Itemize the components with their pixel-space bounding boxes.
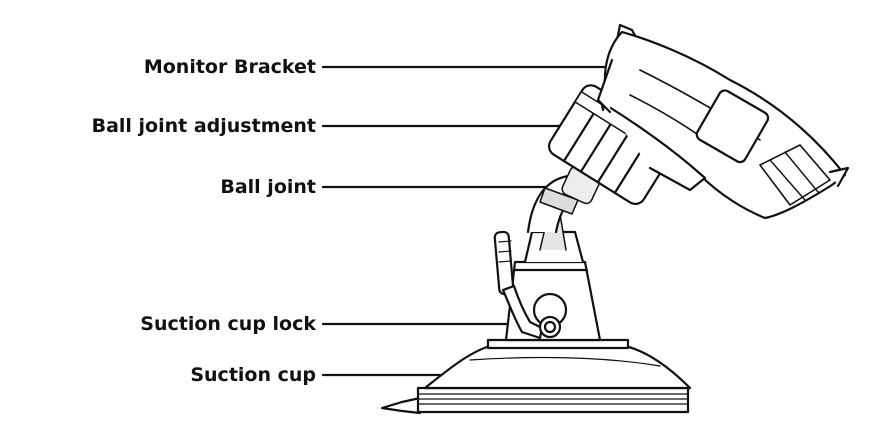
- suction-cup-shape: [380, 338, 692, 415]
- suction-cup-lock-shape: [493, 230, 568, 340]
- ball-joint-shape: [561, 165, 601, 205]
- label-suction-cup: Suction cup: [190, 364, 316, 386]
- label-ball-joint-adjustment: Ball joint adjustment: [91, 115, 316, 137]
- monitor-bracket-shape: [596, 23, 850, 220]
- label-monitor-bracket: Monitor Bracket: [143, 56, 316, 78]
- label-suction-cup-lock: Suction cup lock: [140, 313, 316, 335]
- label-ball-joint: Ball joint: [220, 176, 316, 198]
